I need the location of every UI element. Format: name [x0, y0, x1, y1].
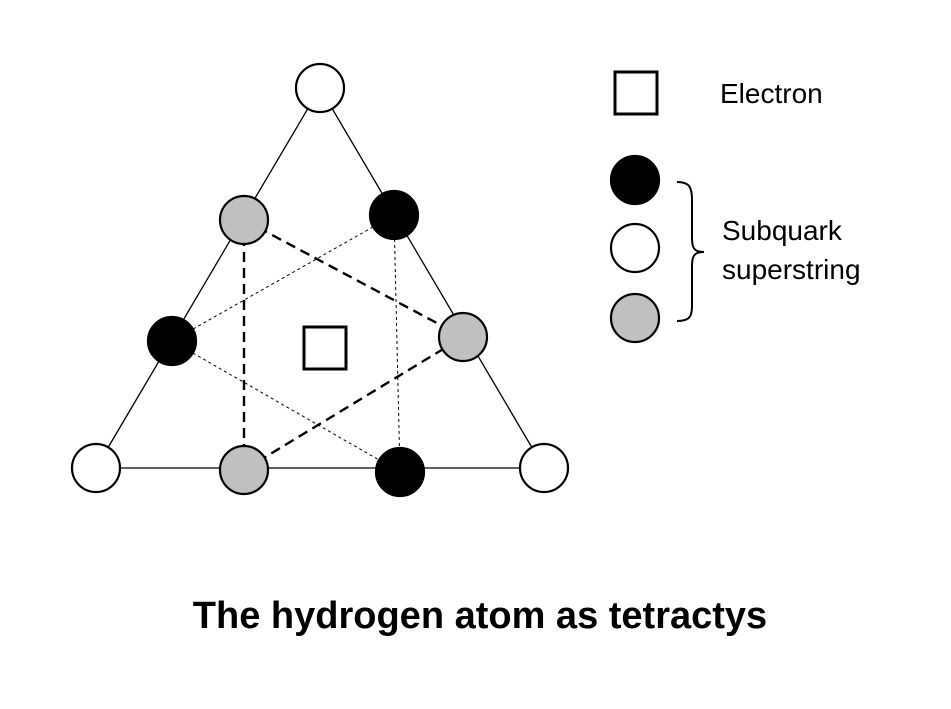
node-upper-left: [218, 194, 270, 246]
node-bottom-left-corner: [70, 442, 122, 494]
legend-white-circle: [609, 222, 661, 274]
node-middle-right: [437, 311, 489, 363]
thin-dashed-triangle: [171, 214, 401, 473]
thick-dashed-triangle: [242, 218, 464, 472]
edge-right: [319, 87, 545, 469]
thick-dash-3: [243, 335, 464, 472]
legend-black-circle: [609, 154, 661, 206]
nodes: [70, 62, 570, 498]
legend-subquark-label-line2: superstring: [722, 254, 861, 285]
legend-brace: [676, 181, 705, 322]
legend-electron-square: [613, 70, 659, 116]
thin-dash-1: [171, 214, 395, 342]
legend-gray-circle: [609, 292, 661, 344]
node-apex: [294, 62, 346, 114]
node-bottom-inner-left: [218, 444, 270, 496]
thick-dash-1: [243, 218, 464, 339]
legend-electron-label: Electron: [720, 78, 823, 109]
node-upper-right: [368, 189, 420, 241]
diagram-title: The hydrogen atom as tetractys: [193, 595, 767, 637]
electron-square: [302, 325, 348, 371]
node-middle-left: [146, 315, 198, 367]
thin-dash-3: [171, 340, 401, 473]
node-bottom-right-corner: [518, 442, 570, 494]
thin-dash-2: [393, 214, 401, 473]
edge-left: [95, 87, 321, 469]
outer-triangle: [95, 87, 545, 469]
node-bottom-inner-right: [374, 446, 426, 498]
legend-subquark-label-line1: Subquark: [722, 215, 843, 246]
legend: Electron Subquark superstring: [609, 70, 861, 344]
